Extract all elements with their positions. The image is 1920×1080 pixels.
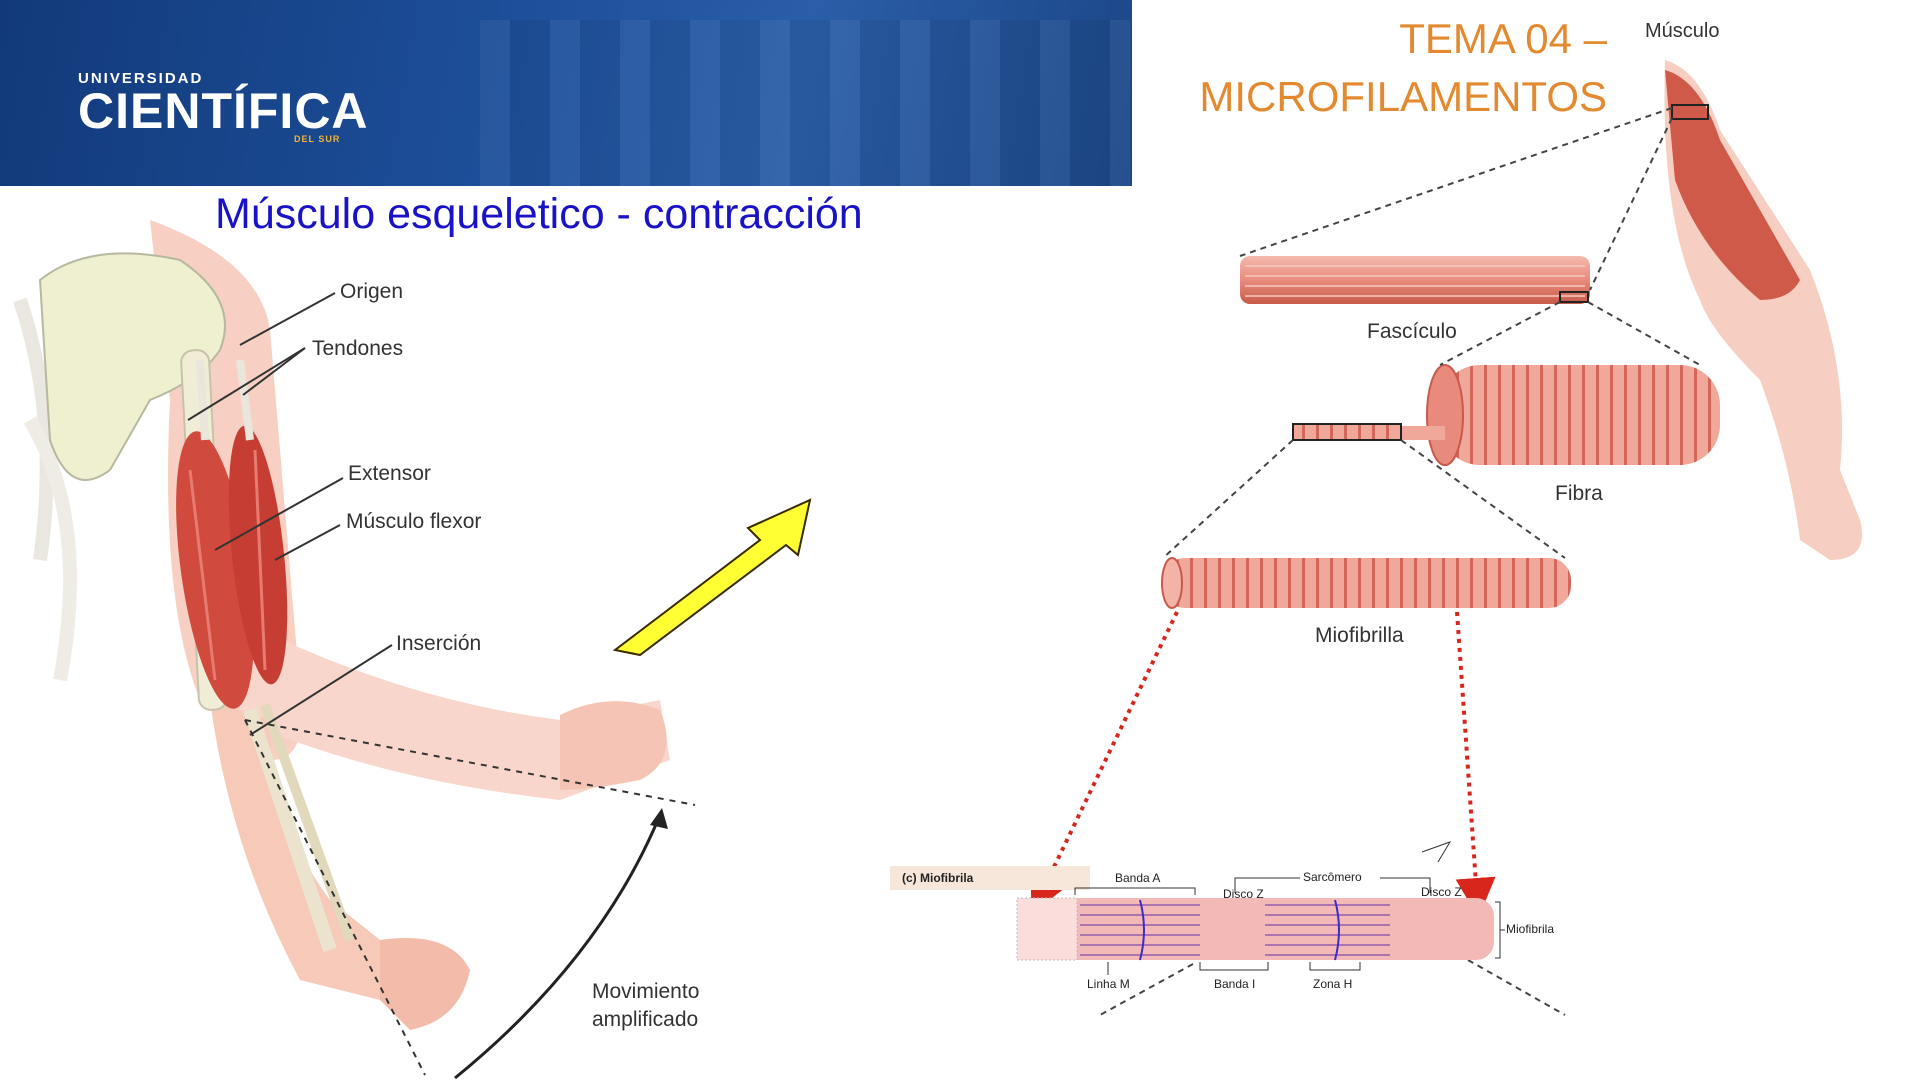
label-disco-z-left: Disco Z <box>1223 887 1264 901</box>
label-panel-c: (c) Miofibrila <box>902 871 974 885</box>
logo-top-text: UNIVERSIDAD <box>78 70 204 87</box>
label-fibra: Fibra <box>1555 482 1603 505</box>
label-insercion: Inserción <box>396 632 482 655</box>
muscle-hierarchy <box>890 60 1862 1016</box>
slide-title: Músculo esqueletico - contracción <box>215 190 863 238</box>
university-logo: UNIVERSIDAD CIENTÍFICA DEL SUR <box>78 70 369 144</box>
label-banda-a: Banda A <box>1115 871 1161 885</box>
logo-sub-text: DEL SUR <box>294 134 341 144</box>
arm-illustration <box>13 220 696 1080</box>
topic-heading: TEMA 04 – MICROFILAMENTOS <box>1199 10 1607 126</box>
topic-line-1: TEMA 04 – <box>1399 15 1607 62</box>
yellow-arrow <box>612 498 812 657</box>
label-miofibrilla: Miofibrilla <box>1315 624 1404 647</box>
label-disco-z-right: Disco Z <box>1421 885 1462 899</box>
label-amplificado: amplificado <box>592 1008 699 1031</box>
logo-main-text: CIENTÍFICA <box>78 83 369 139</box>
label-movimiento: Movimiento <box>592 980 700 1003</box>
label-musculo: Músculo <box>1645 20 1720 42</box>
label-zona-h: Zona H <box>1313 977 1353 991</box>
label-banda-i: Banda I <box>1214 977 1256 991</box>
label-fasciculo: Fascículo <box>1367 320 1457 343</box>
label-origen: Origen <box>340 280 404 303</box>
label-sarcomero: Sarcômero <box>1303 870 1362 884</box>
topic-line-2: MICROFILAMENTOS <box>1199 73 1607 120</box>
header-banner: UNIVERSIDAD CIENTÍFICA DEL SUR <box>0 0 1132 186</box>
label-tendones: Tendones <box>312 337 404 360</box>
campus-photo <box>480 20 1130 186</box>
label-linha-m: Linha M <box>1087 977 1130 991</box>
label-miofibrila: Miofibrila <box>1506 922 1555 936</box>
label-extensor: Extensor <box>348 462 431 485</box>
label-flexor: Músculo flexor <box>346 510 482 533</box>
